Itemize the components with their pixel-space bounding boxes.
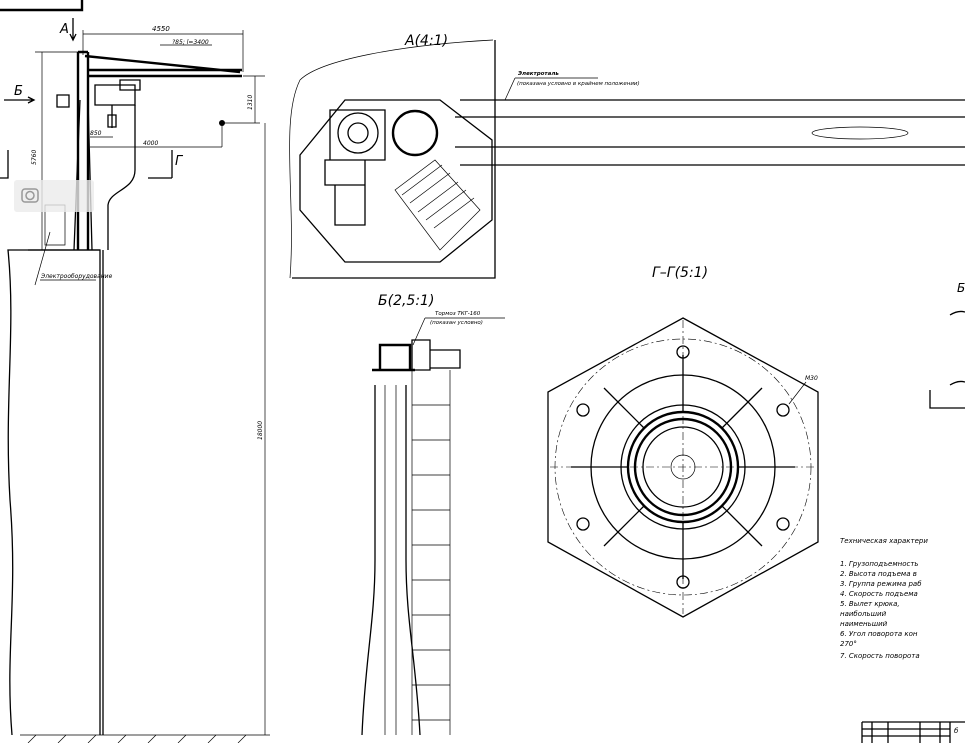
frame-corner [0,0,84,12]
column [76,50,90,250]
section-g-mark: Г [175,154,184,169]
dim-5760: 5760 [31,150,38,165]
edge-label: Б [957,281,965,295]
screenshot-overlay[interactable] [14,180,94,212]
hoist-label: Электроталь [518,71,559,77]
spec-item: 6. Угол поворота кон [840,630,918,638]
dim-4550: 4550 [152,25,170,33]
spec-item: 2. Высота подъема в [840,570,917,578]
camera-icon[interactable] [14,180,44,212]
spec-item: 3. Группа режима раб [840,580,922,588]
electro-label: Электрооборудование [40,273,113,280]
boom [84,54,242,78]
detail-b: Б(2,5:1) Тормоз ТКГ-160 (показан условно… [361,293,505,736]
partial-view-b: Б [929,281,965,409]
dim-18000: 18000 [257,421,264,440]
boom-note: ?85; l=3400 [172,39,209,46]
tech-specs: Техническая характери 1. Грузоподъемност… [840,537,928,660]
bolt-label: М30 [805,375,818,382]
title-block-cell: б [954,727,959,735]
spec-item: наименьший [840,620,888,628]
spec-item: наибольший [840,610,887,618]
spec-item: 1. Грузоподъемность [840,560,919,568]
specs-title: Техническая характери [840,537,928,545]
detail-a: А(4:1) Электроталь (показана условно в к… [289,33,965,279]
section-b-mark: Б [14,84,23,99]
section-gg-title: Г–Г(5:1) [652,265,708,281]
section-gg: Г–Г(5:1) М30 [547,265,819,618]
brake-label: Тормоз ТКГ-160 [435,311,481,317]
foundation [7,249,101,736]
detail-b-title: Б(2,5:1) [378,293,434,309]
spec-item: 5. Вылет крюка, [840,600,900,608]
dim-4000: 4000 [143,140,158,147]
ribs [571,355,795,579]
spec-item: 270° [840,640,857,648]
detail-a-title: А(4:1) [404,33,448,49]
hoist [94,79,141,106]
spec-item: 4. Скорость подъема [840,590,918,598]
section-a-mark: А [59,22,69,37]
dim-850: 850 [90,130,102,137]
bolts [576,345,790,589]
hoist-note: (показана условно в крайнем положении) [517,81,640,87]
main-crane-view: 4550 ?85; l=3400 5760 1310 850 4000 1800… [0,18,270,743]
title-block: б [861,721,965,743]
cable [107,105,136,250]
brake-note: (показан условно) [430,320,483,326]
spec-item: 7. Скорость поворота [840,652,920,660]
dim-1310: 1310 [247,95,254,110]
